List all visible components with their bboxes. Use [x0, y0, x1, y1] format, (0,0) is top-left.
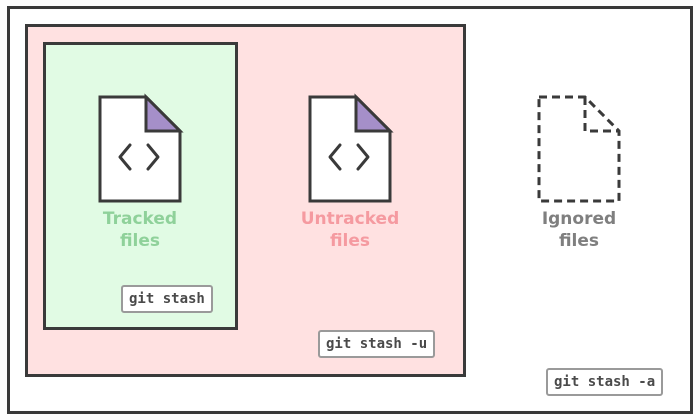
git-stash-command: git stash	[121, 285, 213, 313]
untracked-label-line1: Untracked	[300, 209, 400, 229]
ignored-label-line2: files	[558, 231, 600, 251]
tracked-label-line1: Tracked	[102, 209, 178, 229]
tracked-code-file-icon	[98, 93, 184, 203]
ignored-files-label: Ignored files	[509, 208, 649, 252]
git-stash-a-command: git stash -a	[546, 368, 664, 396]
tracked-files-label: Tracked files	[70, 208, 210, 252]
untracked-label-line2: files	[329, 231, 371, 251]
tracked-label-line2: files	[119, 231, 161, 251]
ignored-dashed-file-icon	[537, 95, 621, 203]
untracked-code-file-icon	[308, 93, 394, 203]
untracked-files-label: Untracked files	[280, 208, 420, 252]
git-stash-u-command: git stash -u	[318, 330, 436, 358]
ignored-label-line1: Ignored	[541, 209, 617, 229]
